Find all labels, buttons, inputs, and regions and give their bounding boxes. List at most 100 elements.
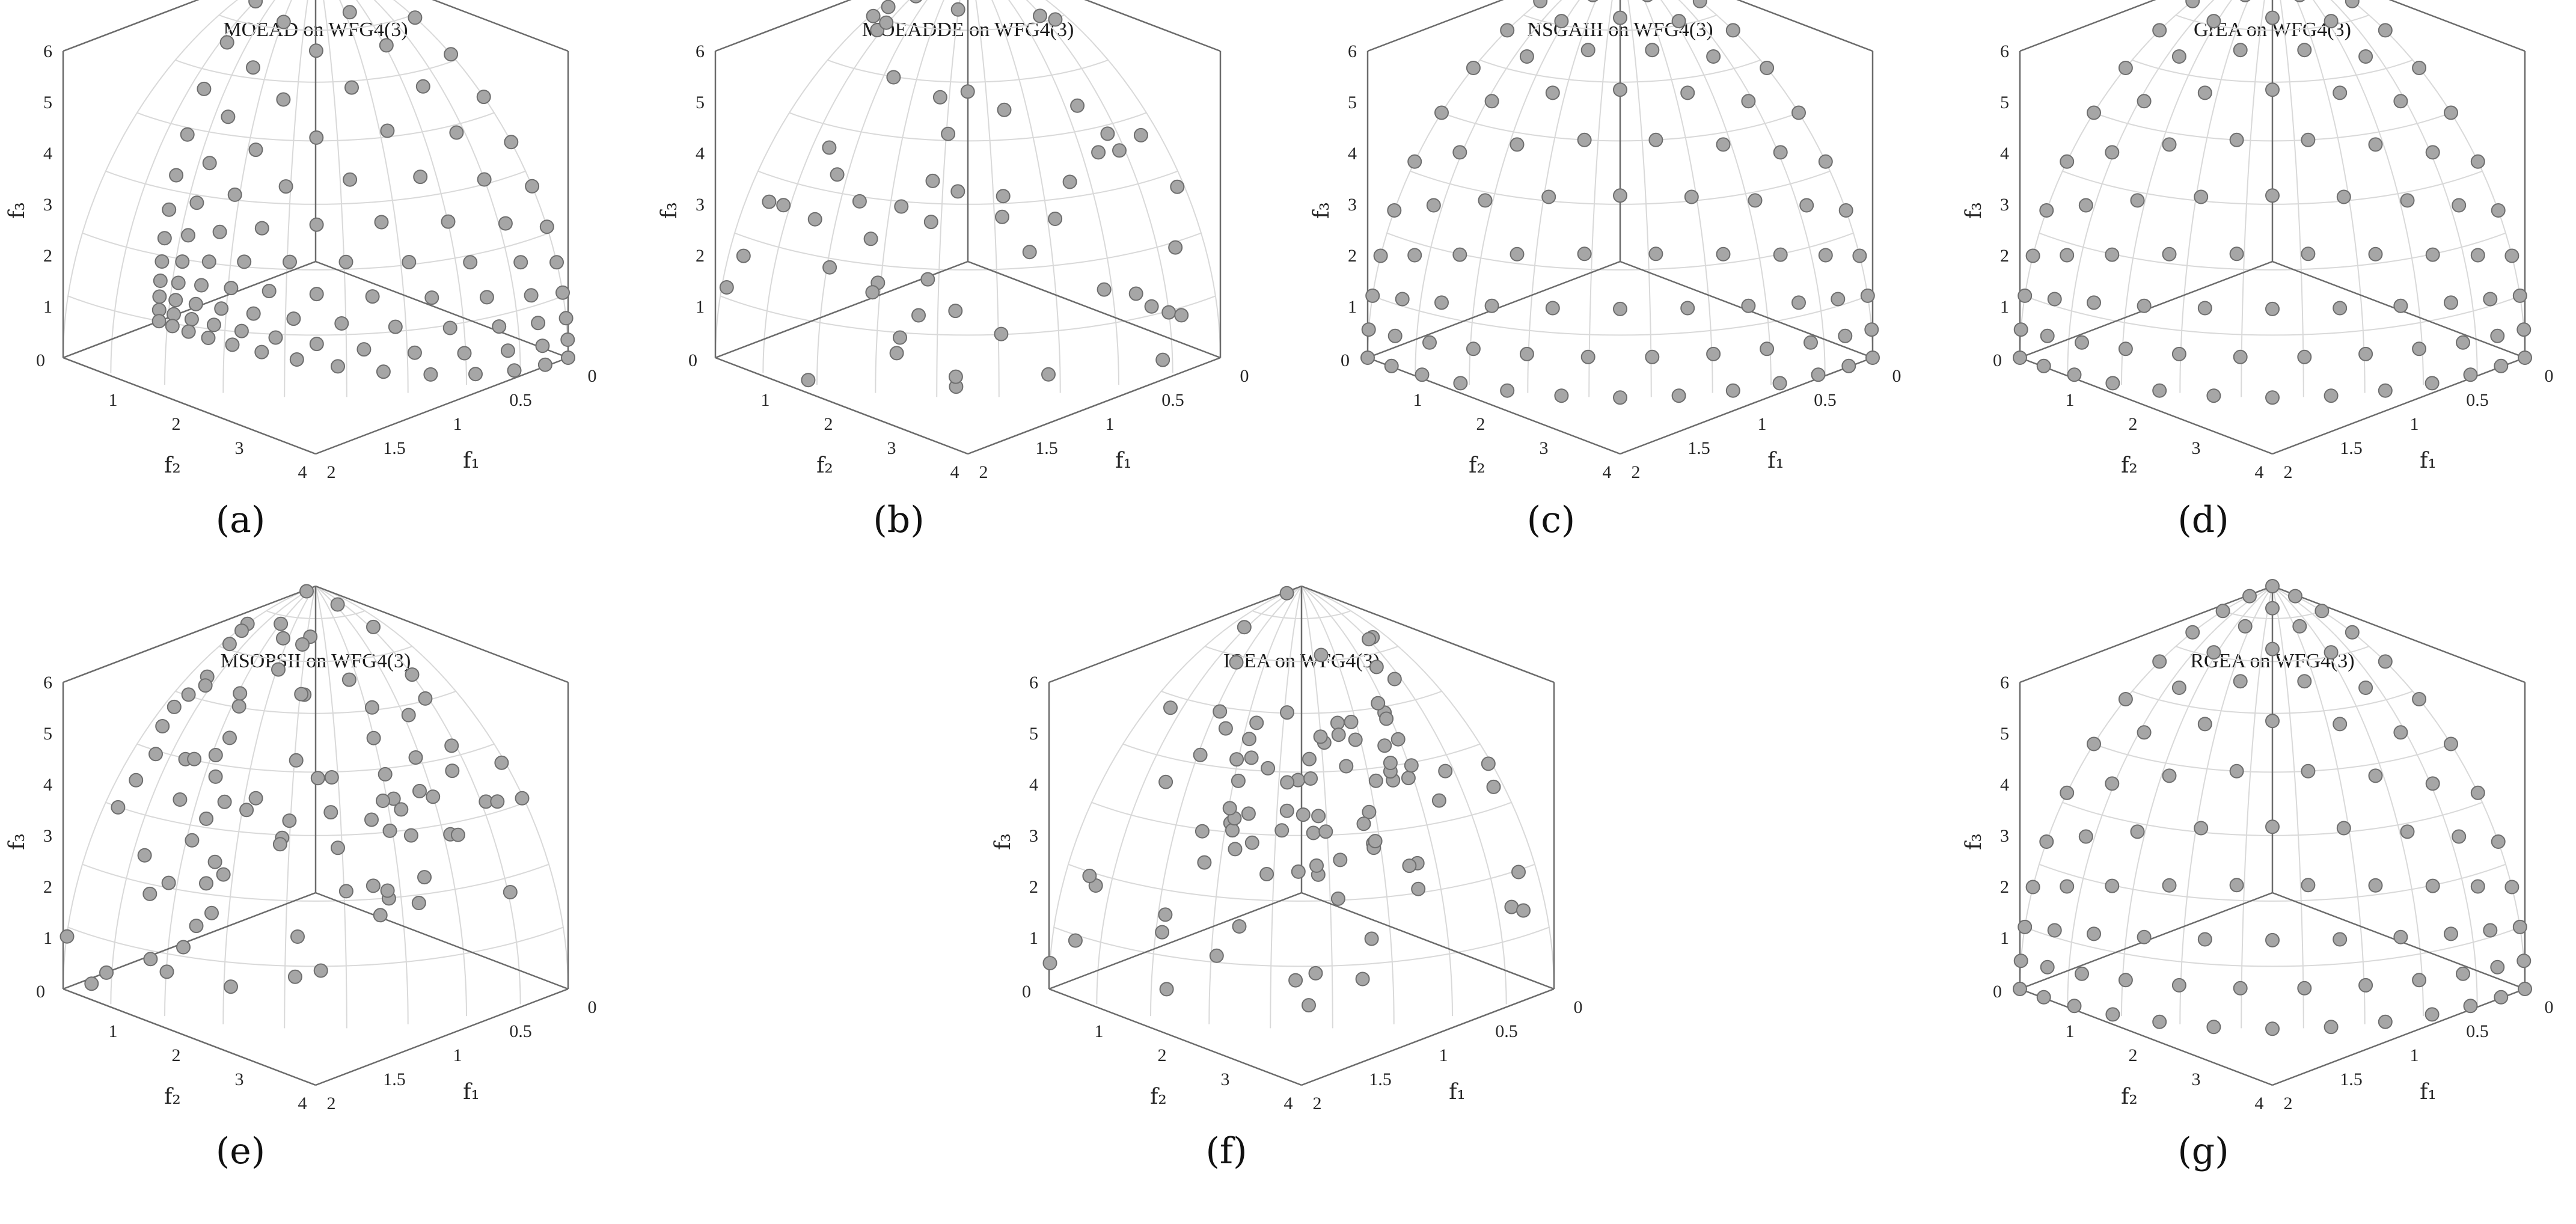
- origin-tick-label: 0: [688, 350, 697, 370]
- data-point: [2425, 878, 2440, 893]
- data-point: [2067, 999, 2082, 1014]
- data-point: [2425, 247, 2440, 262]
- data-point: [2060, 154, 2075, 169]
- data-point: [1519, 346, 1534, 361]
- x-tick-label: 1: [1439, 1045, 1448, 1065]
- longitude-gridline: [356, 0, 467, 385]
- data-point: [2288, 589, 2302, 604]
- data-point: [1231, 773, 1246, 788]
- data-point: [1344, 714, 1359, 729]
- data-point: [950, 184, 965, 199]
- data-point: [893, 330, 907, 345]
- y-tick-label: 4: [950, 462, 959, 482]
- data-point: [2105, 776, 2120, 791]
- z-tick-label: 6: [696, 41, 705, 61]
- data-point: [299, 584, 314, 599]
- panel-b: MOEADDE on WFG4(3)1234560123400.511.52f₂…: [657, 0, 1249, 482]
- data-point: [1510, 246, 1525, 262]
- data-point: [2490, 959, 2505, 975]
- data-point: [1407, 248, 1422, 263]
- data-point: [1197, 855, 1212, 870]
- z-tick-label: 1: [1029, 928, 1038, 948]
- data-point: [1249, 715, 1264, 730]
- z-tick-label: 1: [2000, 297, 2009, 317]
- data-point: [2075, 335, 2089, 350]
- data-point: [1288, 973, 1303, 988]
- longitude-gridline: [1301, 586, 1507, 1005]
- data-point: [1387, 203, 1402, 218]
- z-tick-label: 4: [1029, 775, 1038, 795]
- data-point: [1362, 632, 1377, 647]
- x-tick-label: 0: [1240, 366, 1249, 386]
- axes: [62, 0, 569, 455]
- data-point: [1860, 288, 1875, 303]
- data-point: [408, 750, 423, 765]
- data-point: [2333, 301, 2348, 316]
- data-point: [1426, 198, 1441, 213]
- data-point: [289, 753, 304, 768]
- data-point: [503, 885, 518, 899]
- x-tick-label: 1: [453, 414, 462, 434]
- data-point: [2470, 879, 2485, 894]
- latitude-gridline: [67, 295, 564, 336]
- data-point: [217, 794, 232, 809]
- data-point: [1387, 672, 1402, 687]
- z-tick-label: 3: [43, 195, 52, 215]
- data-point: [219, 35, 234, 50]
- data-point: [2483, 923, 2498, 938]
- data-point: [2294, 0, 2305, 2]
- longitude-gridline: [1415, 0, 1562, 373]
- data-point: [189, 919, 204, 934]
- data-point: [1280, 775, 1295, 790]
- data-point: [2491, 834, 2506, 849]
- data-point: [344, 80, 359, 95]
- data-point: [879, 15, 894, 30]
- data-point: [866, 8, 881, 23]
- data-point: [1706, 49, 1721, 64]
- data-point: [1159, 982, 1174, 997]
- longitude-gridline: [2241, 586, 2273, 1029]
- longitude-gridline: [1301, 586, 1555, 990]
- data-point: [1242, 732, 1256, 747]
- data-point: [2265, 579, 2280, 593]
- data-point: [417, 870, 432, 885]
- y-tick-label: 1: [2066, 1021, 2075, 1041]
- data-point: [997, 102, 1012, 117]
- data-point: [2105, 878, 2120, 893]
- x-tick-label: 0.5: [1495, 1021, 1518, 1041]
- data-point: [2233, 43, 2248, 58]
- data-point: [1818, 154, 1833, 169]
- origin-tick-label: 0: [1341, 350, 1350, 370]
- data-point: [1516, 903, 1531, 918]
- y-tick-label: 1: [109, 1021, 118, 1041]
- data-point: [1232, 919, 1247, 934]
- data-point: [1384, 358, 1399, 373]
- data-point: [2075, 966, 2089, 981]
- data-point: [1648, 246, 1663, 262]
- data-point: [444, 738, 459, 753]
- data-point: [181, 687, 196, 702]
- data-point: [276, 92, 291, 107]
- data-point: [444, 47, 459, 62]
- data-point: [366, 730, 381, 745]
- data-point: [1725, 383, 1740, 398]
- data-point: [1195, 824, 1210, 839]
- longitude-gridline: [63, 0, 239, 358]
- data-point: [1365, 288, 1380, 303]
- z-tick-label: 6: [1029, 673, 1038, 693]
- data-point: [2036, 358, 2051, 373]
- data-point: [1128, 286, 1143, 301]
- data-point: [1361, 322, 1376, 337]
- axis-edge: [63, 585, 316, 684]
- data-point: [394, 802, 409, 817]
- data-point: [401, 708, 416, 723]
- data-point: [2400, 193, 2415, 208]
- data-point: [1587, 0, 1599, 2]
- data-point: [894, 199, 909, 214]
- data-point: [948, 304, 963, 319]
- data-point: [2215, 604, 2230, 619]
- longitude-gridline: [2121, 586, 2273, 1017]
- data-point: [1554, 388, 1569, 403]
